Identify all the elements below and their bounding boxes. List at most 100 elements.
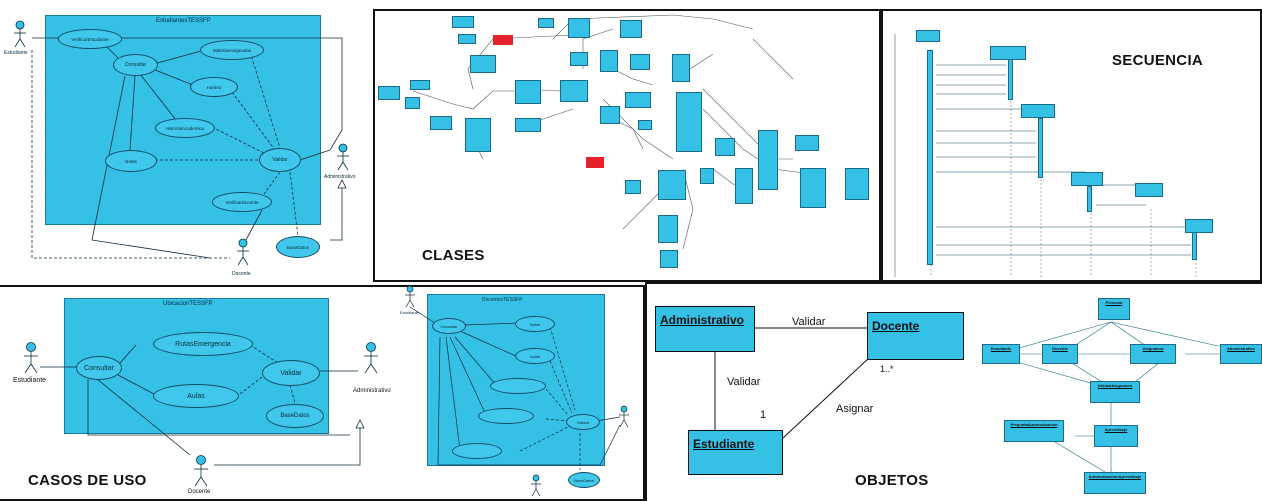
link-label-validar-left: Validar bbox=[727, 376, 761, 388]
class-box bbox=[715, 138, 735, 156]
object-autoevaluacion: AutoevaluacionAprendizaje bbox=[1084, 472, 1146, 494]
use-case-notas: Notas bbox=[515, 316, 555, 332]
class-highlight-red bbox=[493, 35, 513, 45]
actor-administrativo-icon bbox=[364, 342, 378, 374]
activation-bar bbox=[1008, 56, 1013, 100]
actor-estudiante-icon bbox=[24, 342, 38, 374]
multiplicity-many: 1..* bbox=[880, 364, 894, 374]
class-box bbox=[758, 130, 778, 190]
use-case bbox=[490, 378, 546, 394]
actor-label: Docente bbox=[188, 489, 211, 495]
class-box bbox=[845, 168, 869, 200]
object-administrativo: Administrativo bbox=[655, 306, 755, 352]
multiplicity-one: 1 bbox=[760, 409, 767, 421]
object-docente: Docente bbox=[867, 312, 964, 360]
class-box bbox=[625, 180, 641, 194]
use-case-consultar: Consultar bbox=[113, 54, 158, 76]
actor-label: Administrativo bbox=[353, 388, 391, 394]
class-box bbox=[515, 80, 541, 104]
class-box bbox=[672, 54, 690, 82]
object-aprendizaje: Aprendizaje bbox=[1094, 425, 1138, 447]
use-case-aulas: Aulas bbox=[515, 348, 555, 364]
class-box bbox=[638, 120, 652, 130]
class-box bbox=[430, 116, 452, 130]
class-box bbox=[600, 106, 620, 124]
object-pregunta: PreguntaAutoevaluacion bbox=[1004, 420, 1064, 442]
use-case-validar: Validar bbox=[262, 360, 320, 386]
use-case-materias: MateriasAsignadas bbox=[200, 40, 264, 60]
class-box bbox=[795, 135, 819, 151]
use-case-verificar-docente: VerificarDocente bbox=[212, 192, 272, 212]
use-case-horario: Horario bbox=[190, 77, 238, 97]
system-title: EstudiantesTESSFP bbox=[156, 18, 211, 24]
casos-de-uso-title: CASOS DE USO bbox=[28, 472, 147, 489]
actor-label: Administrativo bbox=[324, 174, 356, 180]
class-box bbox=[660, 250, 678, 268]
use-case-consultar: Consultar bbox=[432, 318, 466, 334]
class-highlight-red bbox=[586, 157, 604, 168]
object-estudiante: Estudiante bbox=[688, 430, 783, 475]
use-case-base-datos: BaseDatos bbox=[276, 236, 320, 258]
actor-label: Estudiante bbox=[4, 50, 28, 56]
object-docente-small: Docente bbox=[1042, 344, 1078, 364]
class-box bbox=[676, 92, 702, 152]
class-diagram-panel bbox=[373, 9, 881, 282]
clases-title: CLASES bbox=[422, 247, 485, 264]
object-estudiante-small: Estudiante bbox=[982, 344, 1020, 364]
class-box bbox=[568, 18, 590, 38]
use-case-3-links bbox=[409, 306, 621, 470]
use-case-consultar: Consultar bbox=[76, 356, 122, 380]
divider-vertical bbox=[645, 282, 647, 501]
use-case bbox=[452, 443, 502, 459]
class-box bbox=[538, 18, 554, 28]
actor-label: Estudiante bbox=[400, 310, 419, 315]
objetos-title: OBJETOS bbox=[855, 472, 929, 489]
class-box bbox=[658, 215, 678, 243]
use-case-base-datos: BaseDatos bbox=[266, 404, 324, 428]
use-case-historial: HistorialAcademico bbox=[155, 118, 215, 138]
activation-bar bbox=[1038, 118, 1043, 178]
class-box bbox=[570, 52, 588, 66]
system-title: DocentesTESSFP bbox=[482, 297, 523, 303]
actor-right-icon bbox=[619, 405, 629, 428]
use-case-aulas: Aulas bbox=[153, 384, 239, 408]
actor-bottom-icon bbox=[531, 474, 541, 497]
activation-bar bbox=[1087, 186, 1092, 212]
lifeline-head bbox=[1071, 172, 1103, 186]
use-case-verificar-estudiante: VerificarEstudiante bbox=[58, 29, 122, 49]
lifeline-head bbox=[916, 30, 940, 42]
class-box bbox=[470, 55, 496, 73]
actor-label: Estudiante bbox=[13, 377, 47, 384]
activation-bar bbox=[1192, 232, 1197, 260]
secuencia-title: SECUENCIA bbox=[1112, 52, 1204, 69]
link-label-validar-top: Validar bbox=[792, 316, 826, 328]
actor-label: Docente bbox=[232, 271, 251, 277]
class-box bbox=[800, 168, 826, 208]
link-label-asignar: Asignar bbox=[836, 403, 874, 415]
class-box bbox=[700, 168, 714, 184]
activation-bar bbox=[927, 50, 933, 265]
class-box bbox=[560, 80, 588, 102]
object-administrativo-small: Administrativo bbox=[1220, 344, 1262, 364]
lifeline-head bbox=[1185, 219, 1213, 233]
class-box bbox=[625, 92, 651, 108]
use-case-2-links bbox=[40, 344, 365, 466]
object-personal: Personal bbox=[1098, 298, 1130, 320]
actor-administrativo-icon bbox=[337, 143, 349, 171]
sequence-diagram-panel bbox=[881, 9, 1262, 282]
class-box bbox=[458, 34, 476, 44]
lifeline-head bbox=[990, 46, 1026, 60]
class-box bbox=[735, 168, 753, 204]
use-case-validar: Validar bbox=[566, 414, 600, 430]
actor-estudiante-icon bbox=[405, 285, 415, 308]
class-box bbox=[410, 80, 430, 90]
class-box bbox=[620, 20, 642, 38]
lifeline-head bbox=[1135, 183, 1163, 197]
sequence-diagram-lines bbox=[894, 34, 1197, 277]
actor-docente-icon bbox=[194, 455, 208, 487]
class-box bbox=[515, 118, 541, 132]
class-box bbox=[405, 97, 420, 109]
class-box bbox=[658, 170, 686, 200]
actor-estudiante-icon bbox=[14, 20, 26, 48]
use-case-notas: Notas bbox=[105, 150, 157, 172]
